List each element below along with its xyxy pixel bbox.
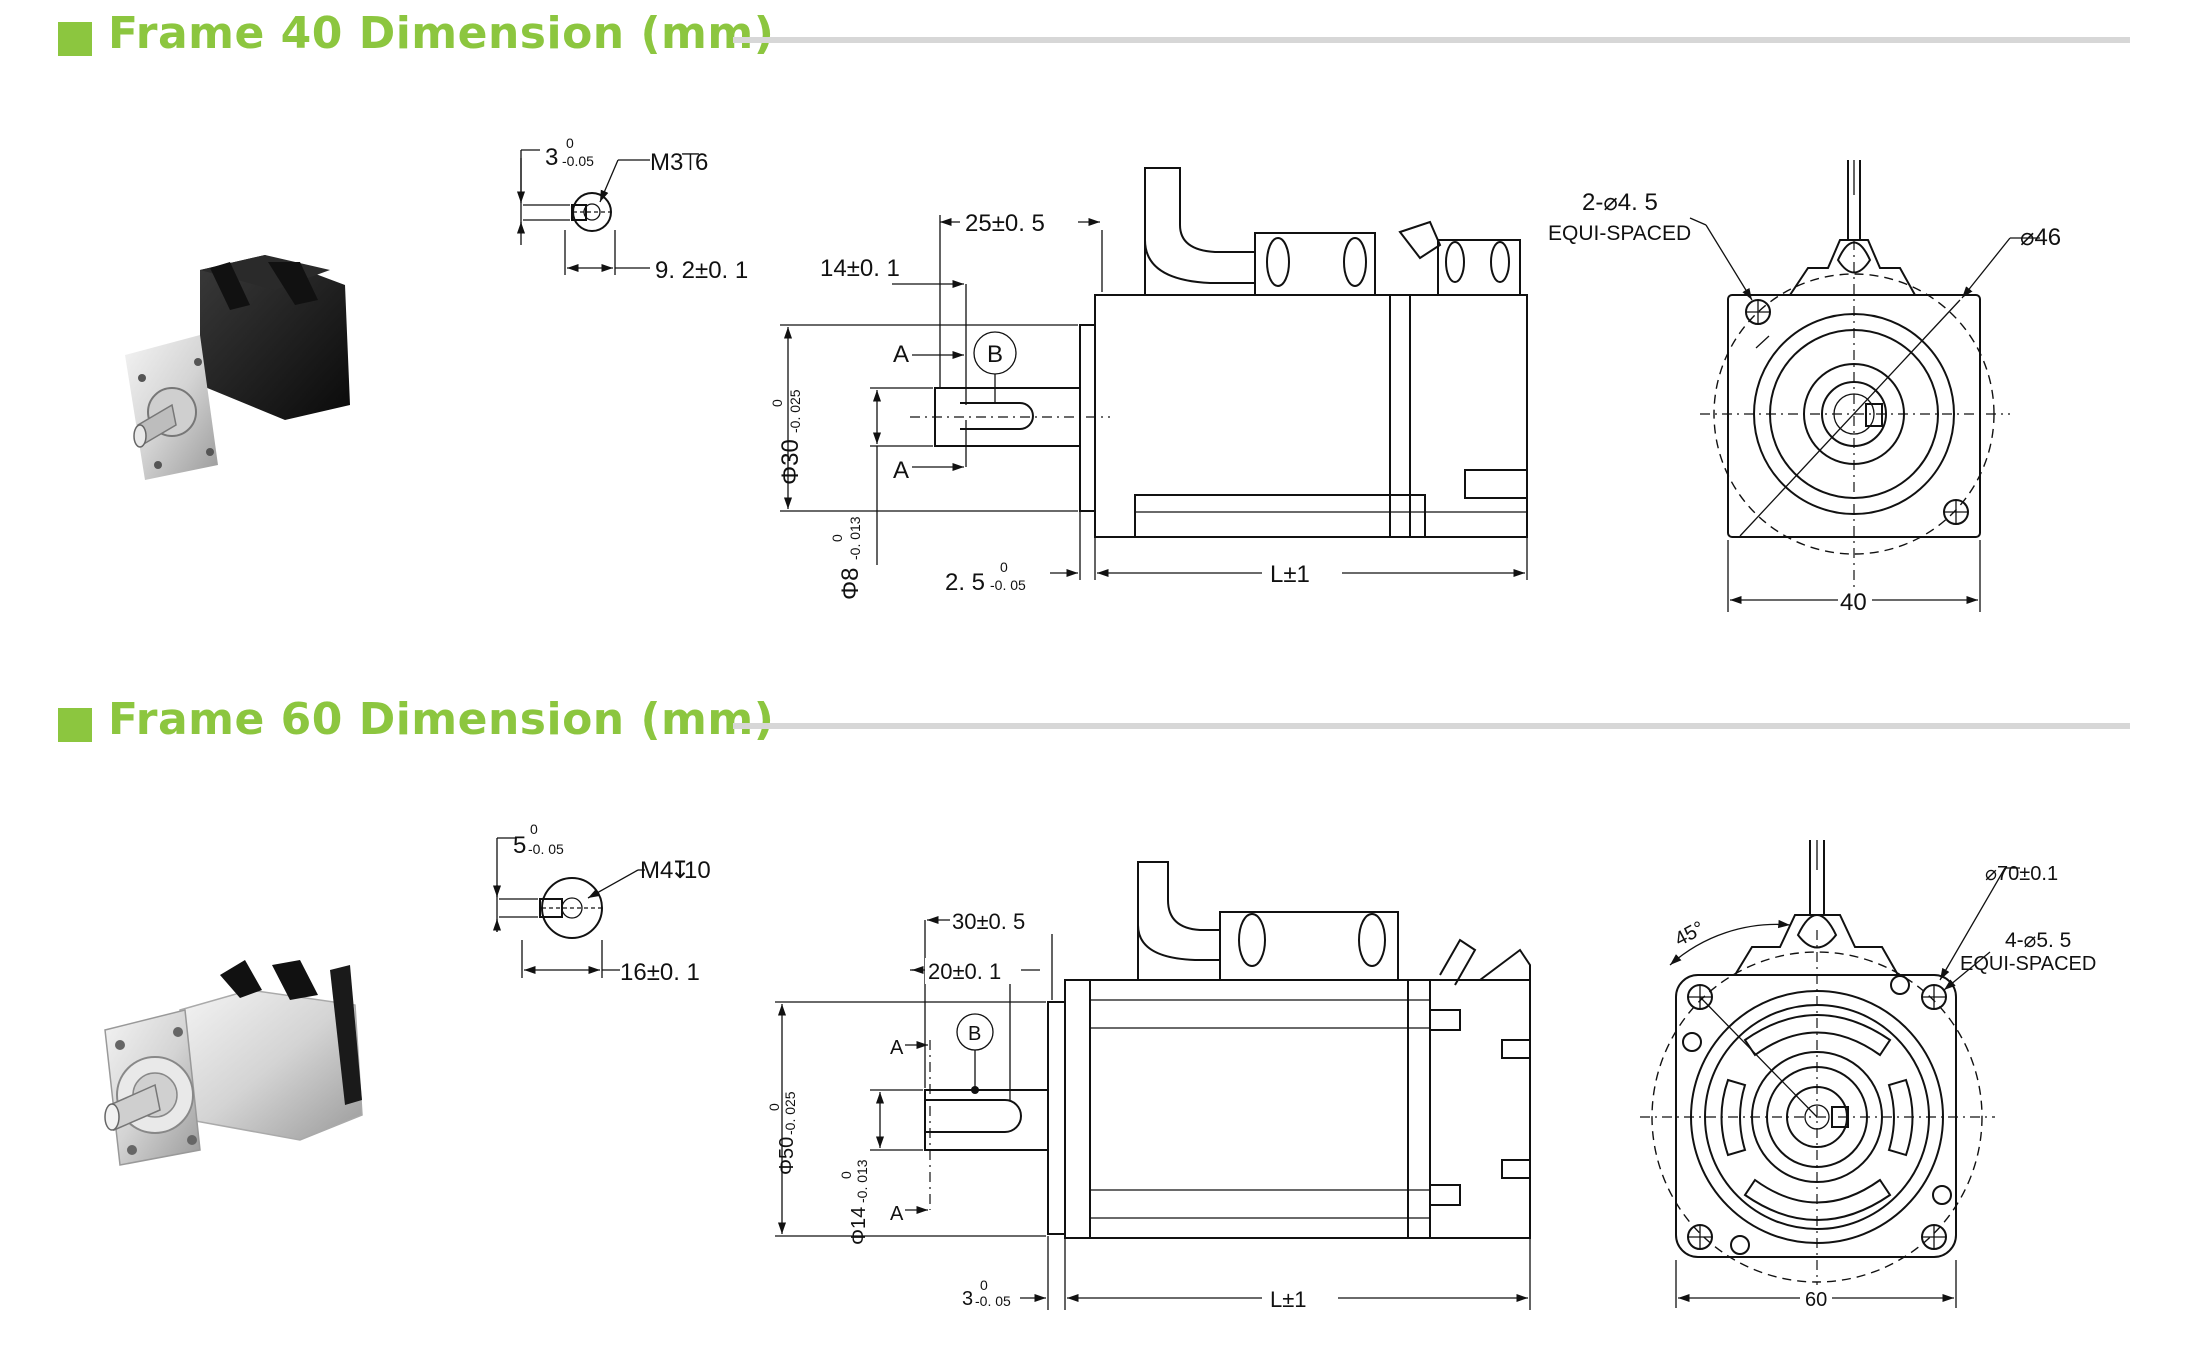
key-width-upper-tol: 0: [566, 135, 574, 151]
frame60-key-view: 5 0 -0. 05 M4 ↧ 10 16±0. 1: [492, 821, 711, 986]
frame60-side-view: 30±0. 5 20±0. 1 A A B Φ50 0 -0. 025 Φ14 …: [766, 861, 1531, 1313]
flange-dia-label: Φ50: [776, 1137, 798, 1175]
frame40-side-view: 25±0. 5 14±0. 1 A A B Φ30 0 -0. 025 Φ8 0…: [769, 167, 1528, 601]
thread-depth-mark: ⊤: [680, 149, 701, 176]
frame60-motor-photo: [104, 960, 363, 1166]
datum-label: B: [968, 1023, 981, 1045]
motor-length-label: L±1: [1270, 1287, 1307, 1312]
key-length-label: 20±0. 1: [928, 959, 1001, 984]
square-size-label: 60: [1805, 1289, 1827, 1311]
flange-dia-lower-tol: -0. 025: [787, 389, 803, 433]
key-width-lower-tol: -0. 05: [528, 841, 564, 857]
shaft-dia-label: Φ8: [837, 568, 864, 601]
shaft-dia-upper-tol: 0: [829, 534, 845, 542]
holes-label: 2-⌀4. 5: [1582, 189, 1658, 216]
flange-dia-label: Φ30: [777, 439, 804, 485]
angle-label: 45°: [1671, 917, 1708, 951]
shaft-length-label: 25±0. 5: [965, 210, 1045, 237]
frame60-title: Frame 60 Dimension (mm): [108, 694, 775, 745]
frame40-header: Frame 40 Dimension (mm): [58, 4, 2130, 74]
key-height-label: 16±0. 1: [620, 959, 700, 986]
flange-dia-lower-tol: -0. 025: [782, 1091, 798, 1135]
flange-thickness-lower-tol: -0. 05: [975, 1293, 1011, 1309]
shaft-dia-upper-tol: 0: [838, 1171, 854, 1179]
frame60-front-view: 45° ⌀70±0.1 4-⌀5. 5 EQUI-SPACED 60: [1640, 840, 2096, 1311]
key-length-label: 14±0. 1: [820, 255, 900, 282]
flange-dia-upper-tol: 0: [766, 1103, 782, 1111]
datum-label: B: [987, 341, 1003, 368]
motor-length-label: L±1: [1270, 561, 1310, 588]
header-divider: [733, 37, 2130, 43]
pcd-label: ⌀46: [2020, 224, 2061, 251]
key-width-label: 5: [513, 832, 526, 859]
frame40-motor-photo: [125, 255, 350, 480]
key-width-upper-tol: 0: [530, 821, 538, 837]
holes-label: 4-⌀5. 5: [2005, 929, 2071, 952]
key-height-label: 9. 2±0. 1: [655, 257, 748, 284]
header-square-icon: [58, 708, 92, 742]
key-width-lower-tol: -0.05: [562, 153, 594, 169]
header-divider: [733, 723, 2130, 729]
frame40-title: Frame 40 Dimension (mm): [108, 8, 775, 59]
shaft-dia-lower-tol: -0. 013: [854, 1159, 870, 1203]
flange-thickness-label: 3: [962, 1288, 973, 1310]
thread-label: M3: [650, 149, 683, 176]
flange-thickness-upper-tol: 0: [980, 1277, 988, 1293]
thread-depth-label: 6: [695, 149, 708, 176]
frame60-header: Frame 60 Dimension (mm): [58, 690, 2130, 760]
thread-depth-label: 10: [684, 857, 711, 884]
thread-depth-mark: ↧: [670, 857, 690, 884]
flange-thickness-upper-tol: 0: [1000, 559, 1008, 575]
shaft-length-label: 30±0. 5: [952, 909, 1025, 934]
key-width-label: 3: [545, 144, 558, 171]
equi-spaced-label: EQUI-SPACED: [1960, 953, 2096, 975]
shaft-dia-label: Φ14: [848, 1207, 870, 1245]
thread-label: M4: [640, 857, 673, 884]
frame40-key-view: 3 0 -0.05 M3 ⊤ 6 9. 2±0. 1: [516, 135, 748, 284]
square-size-label: 40: [1840, 589, 1867, 616]
section-mark-top: A: [893, 341, 909, 368]
section-mark-bottom: A: [893, 457, 909, 484]
equi-spaced-label: EQUI-SPACED: [1548, 222, 1691, 245]
section-mark-bottom: A: [890, 1203, 904, 1225]
section-mark-top: A: [890, 1037, 904, 1059]
flange-dia-upper-tol: 0: [769, 399, 785, 407]
pcd-label: ⌀70±0.1: [1985, 863, 2058, 885]
header-square-icon: [58, 22, 92, 56]
frame40-front-view: 2-⌀4. 5 EQUI-SPACED ⌀46 40: [1548, 160, 2061, 616]
flange-thickness-lower-tol: -0. 05: [990, 577, 1026, 593]
shaft-dia-lower-tol: -0. 013: [847, 516, 863, 560]
flange-thickness-label: 2. 5: [945, 569, 985, 596]
